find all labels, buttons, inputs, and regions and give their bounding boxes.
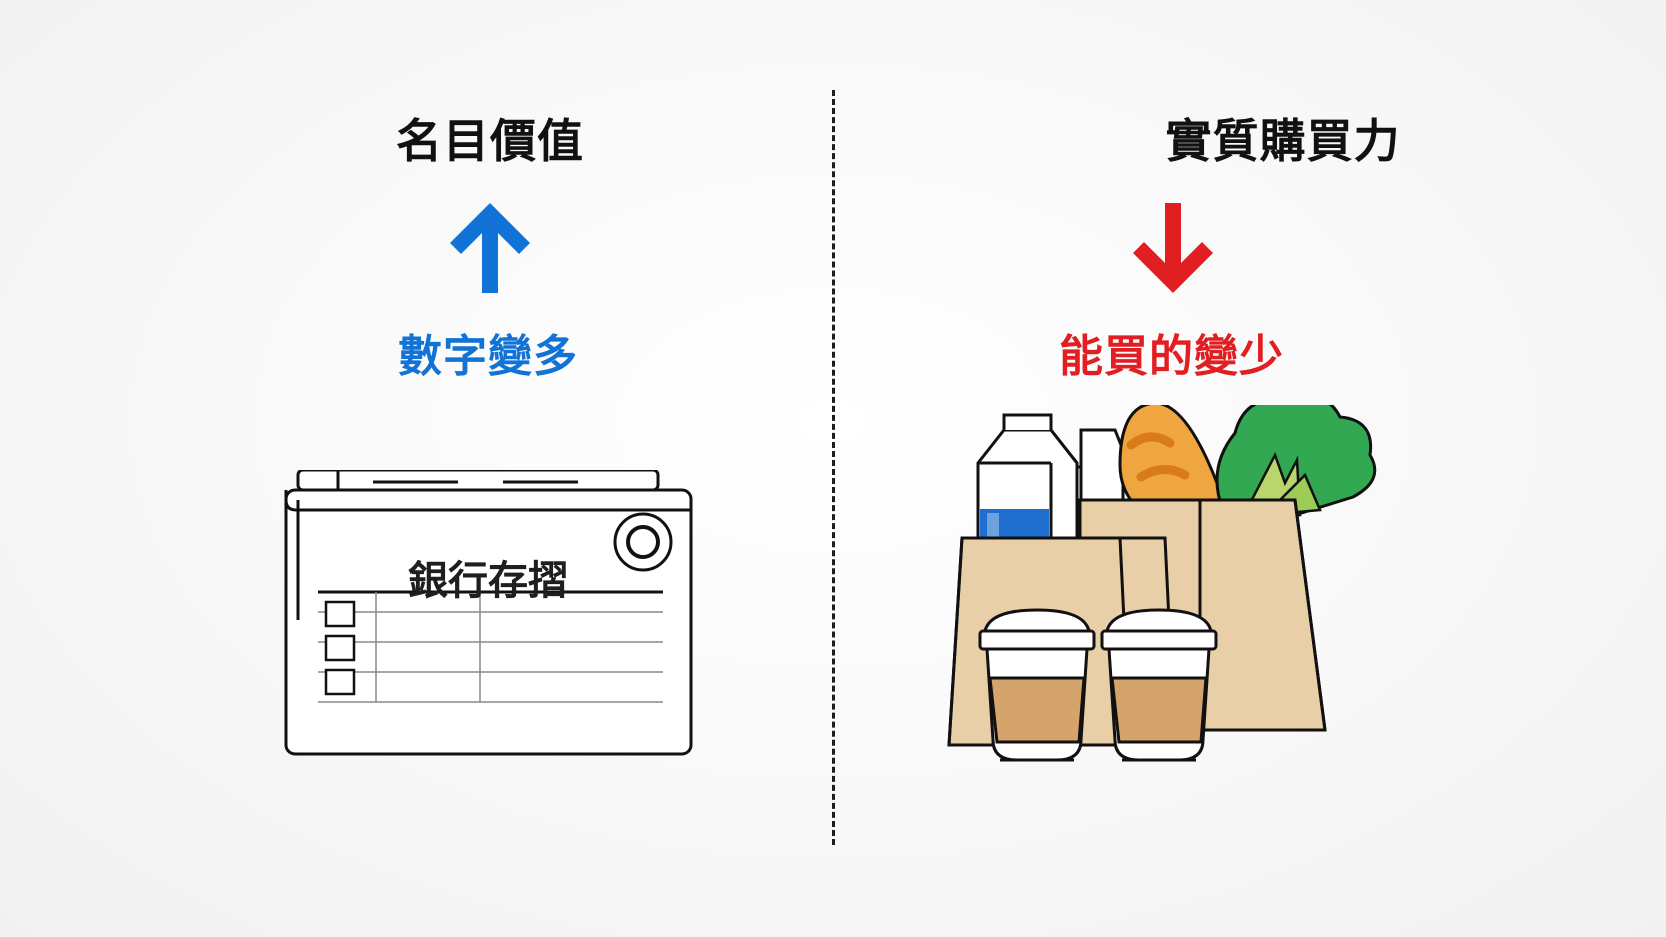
real-purchasing-power-heading: 實質購買力 (1165, 114, 1401, 168)
coffee-cup-right-icon (1100, 608, 1218, 762)
numbers-increase-label: 數字變多 (398, 331, 578, 382)
real-purchasing-power-panel: 實質購買力 能買的變少 (833, 0, 1666, 937)
down-arrow-icon (1133, 203, 1213, 293)
up-arrow-icon (450, 203, 530, 293)
buy-less-label: 能買的變少 (1059, 331, 1284, 382)
nominal-value-heading: 名目價值 (396, 114, 584, 168)
coffee-cup-left-icon (978, 608, 1096, 762)
grocery-bags-icon (947, 405, 1377, 762)
passbook-title: 銀行存摺 (408, 558, 568, 604)
nominal-value-panel: 名目價值 數字變多 銀行存摺 (284, 114, 693, 756)
milk-carton-icon (976, 413, 1125, 545)
dashed-divider (832, 90, 835, 845)
bank-passbook-icon (284, 470, 693, 756)
